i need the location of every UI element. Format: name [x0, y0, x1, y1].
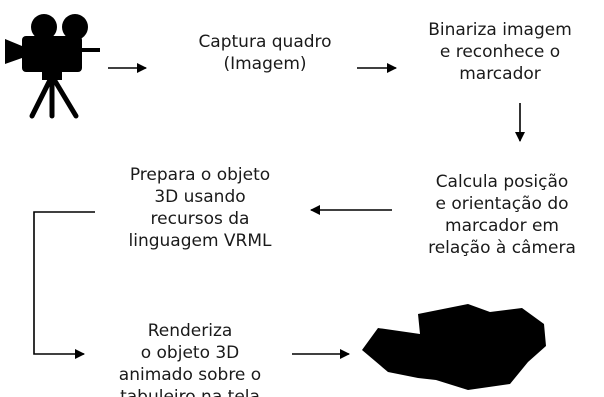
step-prepara-line: Prepara o objeto: [129, 165, 271, 185]
step-binarize-line: marcador: [459, 64, 541, 84]
arrow-prepara-to-renderiza: [33, 211, 95, 359]
3d-object-icon: [362, 304, 546, 390]
step-prepara-line: 3D usando: [154, 187, 246, 207]
step-renderiza-line: o objeto 3D: [140, 343, 240, 363]
movie-camera-icon: [5, 14, 100, 119]
step-capture-line: (Imagem): [223, 54, 307, 74]
step-capture-line: Captura quadro: [198, 32, 332, 52]
step-calcula-line: relação à câmera: [428, 238, 576, 258]
step-renderiza-line: Renderiza: [147, 321, 233, 341]
step-calcula: Calcula posição e orientação do marcador…: [400, 171, 604, 259]
step-prepara-line: linguagem VRML: [128, 231, 272, 251]
step-prepara-line: recursos da: [150, 209, 250, 229]
step-calcula-line: marcador em: [445, 216, 559, 236]
step-capture: Captura quadro (Imagem): [165, 31, 365, 75]
step-renderiza-line: tabuleiro na tela: [120, 387, 260, 397]
step-binarize-line: e reconhece o: [439, 42, 561, 62]
step-renderiza-line: animado sobre o: [118, 365, 262, 385]
step-renderiza: Renderiza o objeto 3D animado sobre o ta…: [90, 320, 290, 397]
step-binarize: Binariza imagem e reconhece o marcador: [400, 19, 600, 85]
step-calcula-line: Calcula posição: [435, 172, 569, 192]
step-calcula-line: e orientação do: [435, 194, 569, 214]
step-prepara: Prepara o objeto 3D usando recursos da l…: [100, 164, 300, 252]
step-binarize-line: Binariza imagem: [428, 20, 572, 40]
